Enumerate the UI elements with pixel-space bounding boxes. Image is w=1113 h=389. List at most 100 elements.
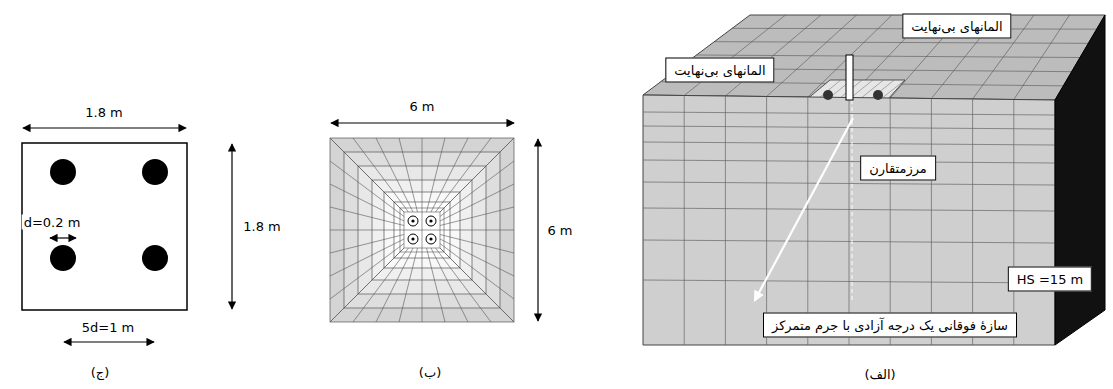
- mesh-line: [643, 182, 1055, 185]
- mesh-line: [330, 248, 404, 322]
- dimension-label: 6 m: [545, 223, 574, 238]
- pile-mesh: [426, 234, 436, 244]
- box-text: المانهای بی‌نهایت: [674, 63, 765, 78]
- mesh-line: [422, 212, 423, 248]
- mesh-line: [643, 208, 1055, 211]
- panel-label: (ب): [417, 365, 443, 380]
- mesh-line: [643, 240, 1055, 243]
- label-box: مرزمتقارن: [860, 156, 936, 181]
- mesh-line: [436, 248, 492, 322]
- dimension-label: 5d=1 m: [80, 320, 136, 335]
- dimension-line: [50, 237, 76, 238]
- mesh-line: [399, 138, 418, 212]
- pile-mesh: [411, 219, 414, 222]
- mesh-line: [972, 99, 973, 345]
- mesh-line: [422, 138, 423, 212]
- mesh-line: [353, 248, 409, 322]
- mesh-line: [807, 97, 808, 345]
- dimension-line: [23, 127, 186, 128]
- pile-section: [50, 245, 76, 271]
- pile-mesh: [426, 216, 436, 226]
- right-face: [1055, 15, 1105, 345]
- mesh-line: [330, 239, 404, 276]
- dimension-line: [231, 144, 232, 309]
- box-text: سازهٔ فوقانی یک درجه آزادی با جرم متمرکز: [772, 318, 1008, 333]
- mesh-line: [330, 207, 404, 226]
- dimension-label: 1.8 m: [241, 219, 282, 234]
- mesh-line: [849, 98, 850, 346]
- mesh-line: [440, 138, 514, 212]
- mesh-line: [1013, 100, 1014, 346]
- pile-section: [142, 159, 168, 185]
- mesh-line: [330, 248, 404, 322]
- label-box: سازهٔ فوقانی یک درجه آزادی با جرم متمرکز: [763, 313, 1017, 338]
- mesh-line: [422, 248, 423, 322]
- pile-cap: [22, 143, 187, 310]
- label-box: المانهای بی‌نهایت: [902, 14, 1011, 39]
- mesh-line: [931, 99, 932, 346]
- dimension-line: [331, 122, 514, 123]
- symmetry-line: [852, 100, 853, 300]
- mesh-line: [330, 230, 404, 231]
- mesh-ring: [400, 208, 444, 252]
- pile-mesh: [408, 216, 418, 226]
- mesh-line: [376, 248, 413, 322]
- mesh-line: [399, 248, 418, 322]
- dimension-label: 1.8 m: [83, 105, 124, 120]
- box-text: المانهای بی‌نهایت: [911, 19, 1002, 34]
- panel-label: (الف): [862, 367, 897, 382]
- mesh-line: [440, 244, 514, 300]
- mesh-line: [440, 161, 514, 217]
- mesh-line: [440, 248, 514, 322]
- dimension-line: [64, 341, 154, 342]
- mesh-line: [643, 160, 1055, 163]
- mesh-line: [330, 244, 404, 300]
- mesh-line: [330, 138, 404, 212]
- mesh-line: [766, 97, 767, 346]
- mesh-line: [440, 248, 514, 322]
- dimension-line: [537, 139, 538, 321]
- box-text: مرزمتقارن: [869, 161, 927, 176]
- mesh-line: [427, 138, 446, 212]
- dimension-label: 6 m: [407, 99, 436, 114]
- mesh-line: [376, 138, 413, 212]
- mesh-line: [684, 96, 685, 346]
- mesh-line: [643, 280, 1055, 283]
- mesh-line: [890, 98, 891, 345]
- label-box: HS =15 m: [1008, 267, 1092, 292]
- mesh-line: [330, 161, 404, 217]
- label-box: المانهای بی‌نهایت: [665, 58, 774, 83]
- mesh-line: [427, 248, 446, 322]
- mesh-line: [431, 248, 468, 322]
- mesh-line: [643, 142, 1055, 145]
- mesh-line: [431, 138, 468, 212]
- mesh-ring: [404, 212, 440, 248]
- mesh-line: [353, 138, 409, 212]
- pile-mesh: [873, 90, 883, 100]
- pile-mesh: [411, 237, 414, 240]
- superstructure-post: [846, 55, 853, 100]
- panel-label: (ج): [89, 365, 112, 380]
- mesh-line: [725, 96, 726, 345]
- front-face: [643, 95, 1055, 345]
- mesh-line: [330, 235, 404, 254]
- pile-section: [50, 159, 76, 185]
- mesh-line: [436, 138, 492, 212]
- pile-mesh: [408, 234, 418, 244]
- mesh-line: [440, 235, 514, 254]
- mesh-line: [714, 42, 1088, 44]
- pile-section: [142, 245, 168, 271]
- mesh-line: [440, 207, 514, 226]
- mesh-line: [330, 138, 404, 212]
- mesh-line: [440, 184, 514, 221]
- mesh-line: [440, 138, 514, 212]
- mesh-line: [330, 184, 404, 221]
- leader-arrow: [755, 118, 853, 300]
- mesh-ring: [330, 138, 514, 322]
- pile-mesh: [429, 237, 432, 240]
- dimension-label: d=0.2 m: [22, 215, 83, 230]
- mesh-line: [440, 230, 514, 231]
- mesh-line: [643, 112, 1055, 115]
- mesh-line: [440, 239, 514, 276]
- pile-mesh: [429, 219, 432, 222]
